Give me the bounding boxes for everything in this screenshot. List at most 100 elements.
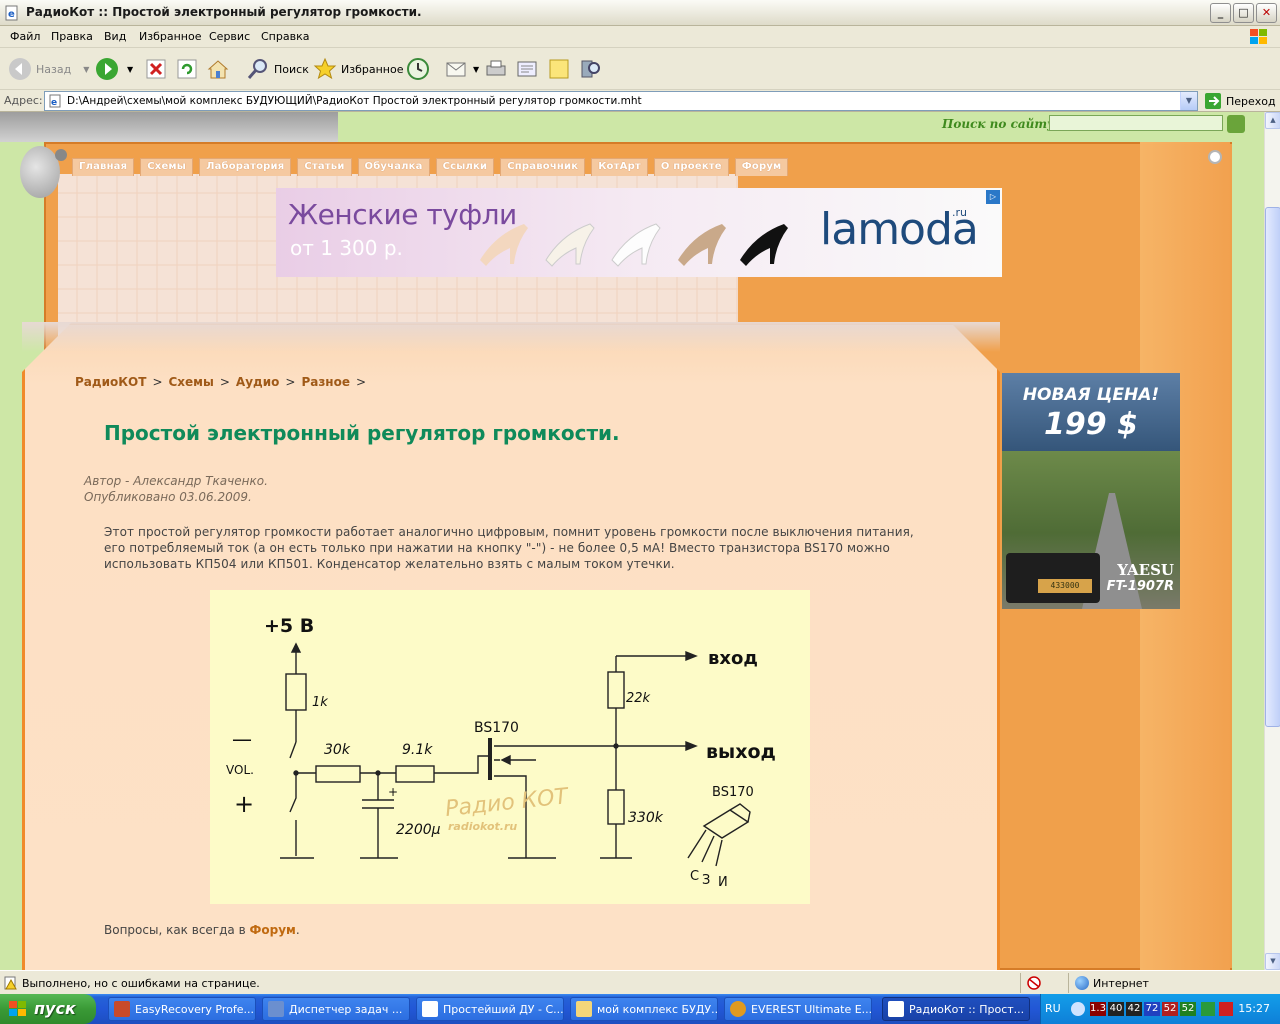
history-button[interactable]: [406, 54, 430, 84]
minimize-button[interactable]: _: [1210, 3, 1231, 23]
adchoices-icon[interactable]: ▷: [986, 190, 1000, 204]
plus-label: +: [234, 790, 254, 818]
menu-favorites[interactable]: Избранное: [139, 30, 202, 43]
watermark-url: radiokot.ru: [448, 820, 517, 833]
vertical-scrollbar[interactable]: ▲ ▼: [1264, 112, 1280, 970]
page-title: Простой электронный регулятор громкости.: [104, 421, 620, 445]
refresh-button[interactable]: [175, 54, 199, 84]
shoe-icon: [740, 224, 788, 266]
search-icon: [247, 59, 267, 79]
breadcrumb-misc[interactable]: Разное: [301, 375, 350, 389]
forward-button[interactable]: ▼: [95, 54, 133, 84]
ie-page-icon: e: [5, 5, 18, 21]
security-zone: Интернет: [1093, 977, 1149, 990]
task-folder[interactable]: мой комплекс БУДУ...: [570, 997, 718, 1021]
maximize-button[interactable]: □: [1233, 3, 1254, 23]
header-cats-image: [0, 112, 338, 142]
nav-articles[interactable]: Статьи: [297, 158, 352, 176]
nav-kotart[interactable]: КотАрт: [591, 158, 648, 176]
favorites-button[interactable]: Избранное: [313, 54, 403, 84]
discuss-button[interactable]: [547, 54, 571, 84]
forum-link[interactable]: Форум: [249, 923, 296, 937]
warning-page-icon: [4, 976, 17, 990]
clock[interactable]: 15:27: [1238, 1002, 1270, 1015]
back-dropdown-icon[interactable]: ▼: [83, 64, 90, 74]
forum-prefix: Вопросы, как всегда в: [104, 923, 250, 937]
network-icon[interactable]: [1201, 1002, 1215, 1016]
print-button[interactable]: [484, 54, 508, 84]
paw-search-icon[interactable]: [1227, 115, 1245, 133]
task-manager-icon: [268, 1001, 284, 1017]
menu-help[interactable]: Справка: [261, 30, 310, 43]
go-arrow-icon: [1205, 93, 1221, 109]
lamoda-ad-banner[interactable]: Женские туфли от 1 300 р. lamoda .ru ▷: [276, 188, 1002, 277]
task-label: мой комплекс БУДУ...: [597, 1002, 718, 1016]
scroll-thumb[interactable]: [1265, 207, 1280, 727]
site-search-input[interactable]: [1049, 115, 1223, 131]
stop-icon: [146, 59, 166, 79]
task-easyrecovery[interactable]: EasyRecovery Profe...: [108, 997, 256, 1021]
nav-about[interactable]: О проекте: [653, 158, 729, 176]
nav-home[interactable]: Главная: [72, 158, 135, 176]
nav-lab[interactable]: Лаборатория: [199, 158, 292, 176]
breadcrumb-sep: >: [152, 375, 163, 389]
mail-icon: [446, 62, 466, 77]
menu-view[interactable]: Вид: [104, 30, 127, 43]
address-url: D:\Андрей\схемы\мой комплекс БУДУЮЩИЙ\Ра…: [67, 95, 642, 107]
popup-blocked-icon[interactable]: [1026, 976, 1042, 990]
breadcrumb-audio[interactable]: Аудио: [235, 375, 280, 389]
address-input[interactable]: e D:\Андрей\схемы\мой комплекс БУДУЮЩИЙ\…: [44, 91, 1198, 111]
close-button[interactable]: ✕: [1256, 3, 1277, 23]
start-button[interactable]: пуск: [0, 994, 96, 1024]
task-everest[interactable]: EVEREST Ultimate E...: [724, 997, 872, 1021]
forward-dropdown-icon[interactable]: ▼: [127, 64, 134, 74]
scroll-up-icon[interactable]: ▲: [1265, 112, 1280, 129]
yaesu-side-ad[interactable]: НОВАЯ ЦЕНА! 199 $ 433000 YAESU FT-1907R: [1002, 373, 1180, 609]
scroll-down-icon[interactable]: ▼: [1265, 953, 1280, 970]
easyrecovery-icon: [114, 1001, 130, 1017]
antivirus-icon[interactable]: [1219, 1002, 1233, 1016]
forum-suffix: .: [295, 923, 300, 937]
refresh-icon: [177, 59, 197, 79]
task-label: Простейший ДУ - С...: [443, 1002, 564, 1016]
nav-reference[interactable]: Справочник: [500, 158, 586, 176]
printer-icon: [486, 60, 506, 76]
menu-tools[interactable]: Сервис: [209, 30, 251, 43]
edit-button[interactable]: [515, 54, 539, 84]
mht-page-icon: e: [49, 94, 61, 108]
task-ie-du[interactable]: Простейший ДУ - С...: [416, 997, 564, 1021]
go-button[interactable]: Переход: [1204, 92, 1276, 110]
forum-line: Вопросы, как всегда в Форум.: [104, 923, 300, 937]
circuit-schematic: +5 В 1k — VOL. + 30k + 2200µ 9.1k: [210, 590, 810, 904]
menu-edit[interactable]: Правка: [51, 30, 93, 43]
toolbar: Назад ▼ ▼ Поиск Избранное ▼: [0, 48, 1280, 90]
breadcrumb-radiokot[interactable]: РадиоКОТ: [75, 375, 147, 389]
edit-page-icon: [517, 61, 537, 77]
cap-label: 2200µ: [396, 822, 441, 838]
language-indicator[interactable]: RU: [1045, 1002, 1061, 1015]
research-button[interactable]: [579, 54, 603, 84]
nav-links[interactable]: Ссылки: [435, 158, 495, 176]
stop-button[interactable]: [144, 54, 168, 84]
breadcrumb-schemes[interactable]: Схемы: [168, 375, 214, 389]
address-dropdown-icon[interactable]: ▼: [1180, 92, 1197, 110]
task-label: РадиоКот :: Прост...: [909, 1002, 1025, 1016]
search-button[interactable]: Поиск: [246, 54, 309, 84]
nav-forum[interactable]: Форум: [734, 158, 789, 176]
nav-schemes[interactable]: Схемы: [140, 158, 194, 176]
mail-dropdown-icon[interactable]: ▼: [473, 64, 480, 74]
address-label: Адрес:: [4, 94, 43, 107]
article-text: Этот простой регулятор громкости работае…: [104, 525, 914, 571]
globe-icon: [1075, 976, 1089, 990]
nav-learning[interactable]: Обучалка: [357, 158, 430, 176]
frame-knob-icon: [1208, 150, 1222, 164]
mail-button[interactable]: ▼: [445, 54, 479, 84]
tray-chevron-icon[interactable]: [1071, 1002, 1085, 1016]
task-radiokot[interactable]: РадиоКот :: Прост...: [882, 997, 1030, 1021]
back-button[interactable]: Назад ▼: [8, 54, 89, 84]
home-button[interactable]: [206, 54, 230, 84]
ie-icon: [888, 1001, 904, 1017]
forward-arrow-icon: [96, 58, 118, 80]
menu-file[interactable]: Файл: [10, 30, 41, 43]
task-task-manager[interactable]: Диспетчер задач ...: [262, 997, 410, 1021]
